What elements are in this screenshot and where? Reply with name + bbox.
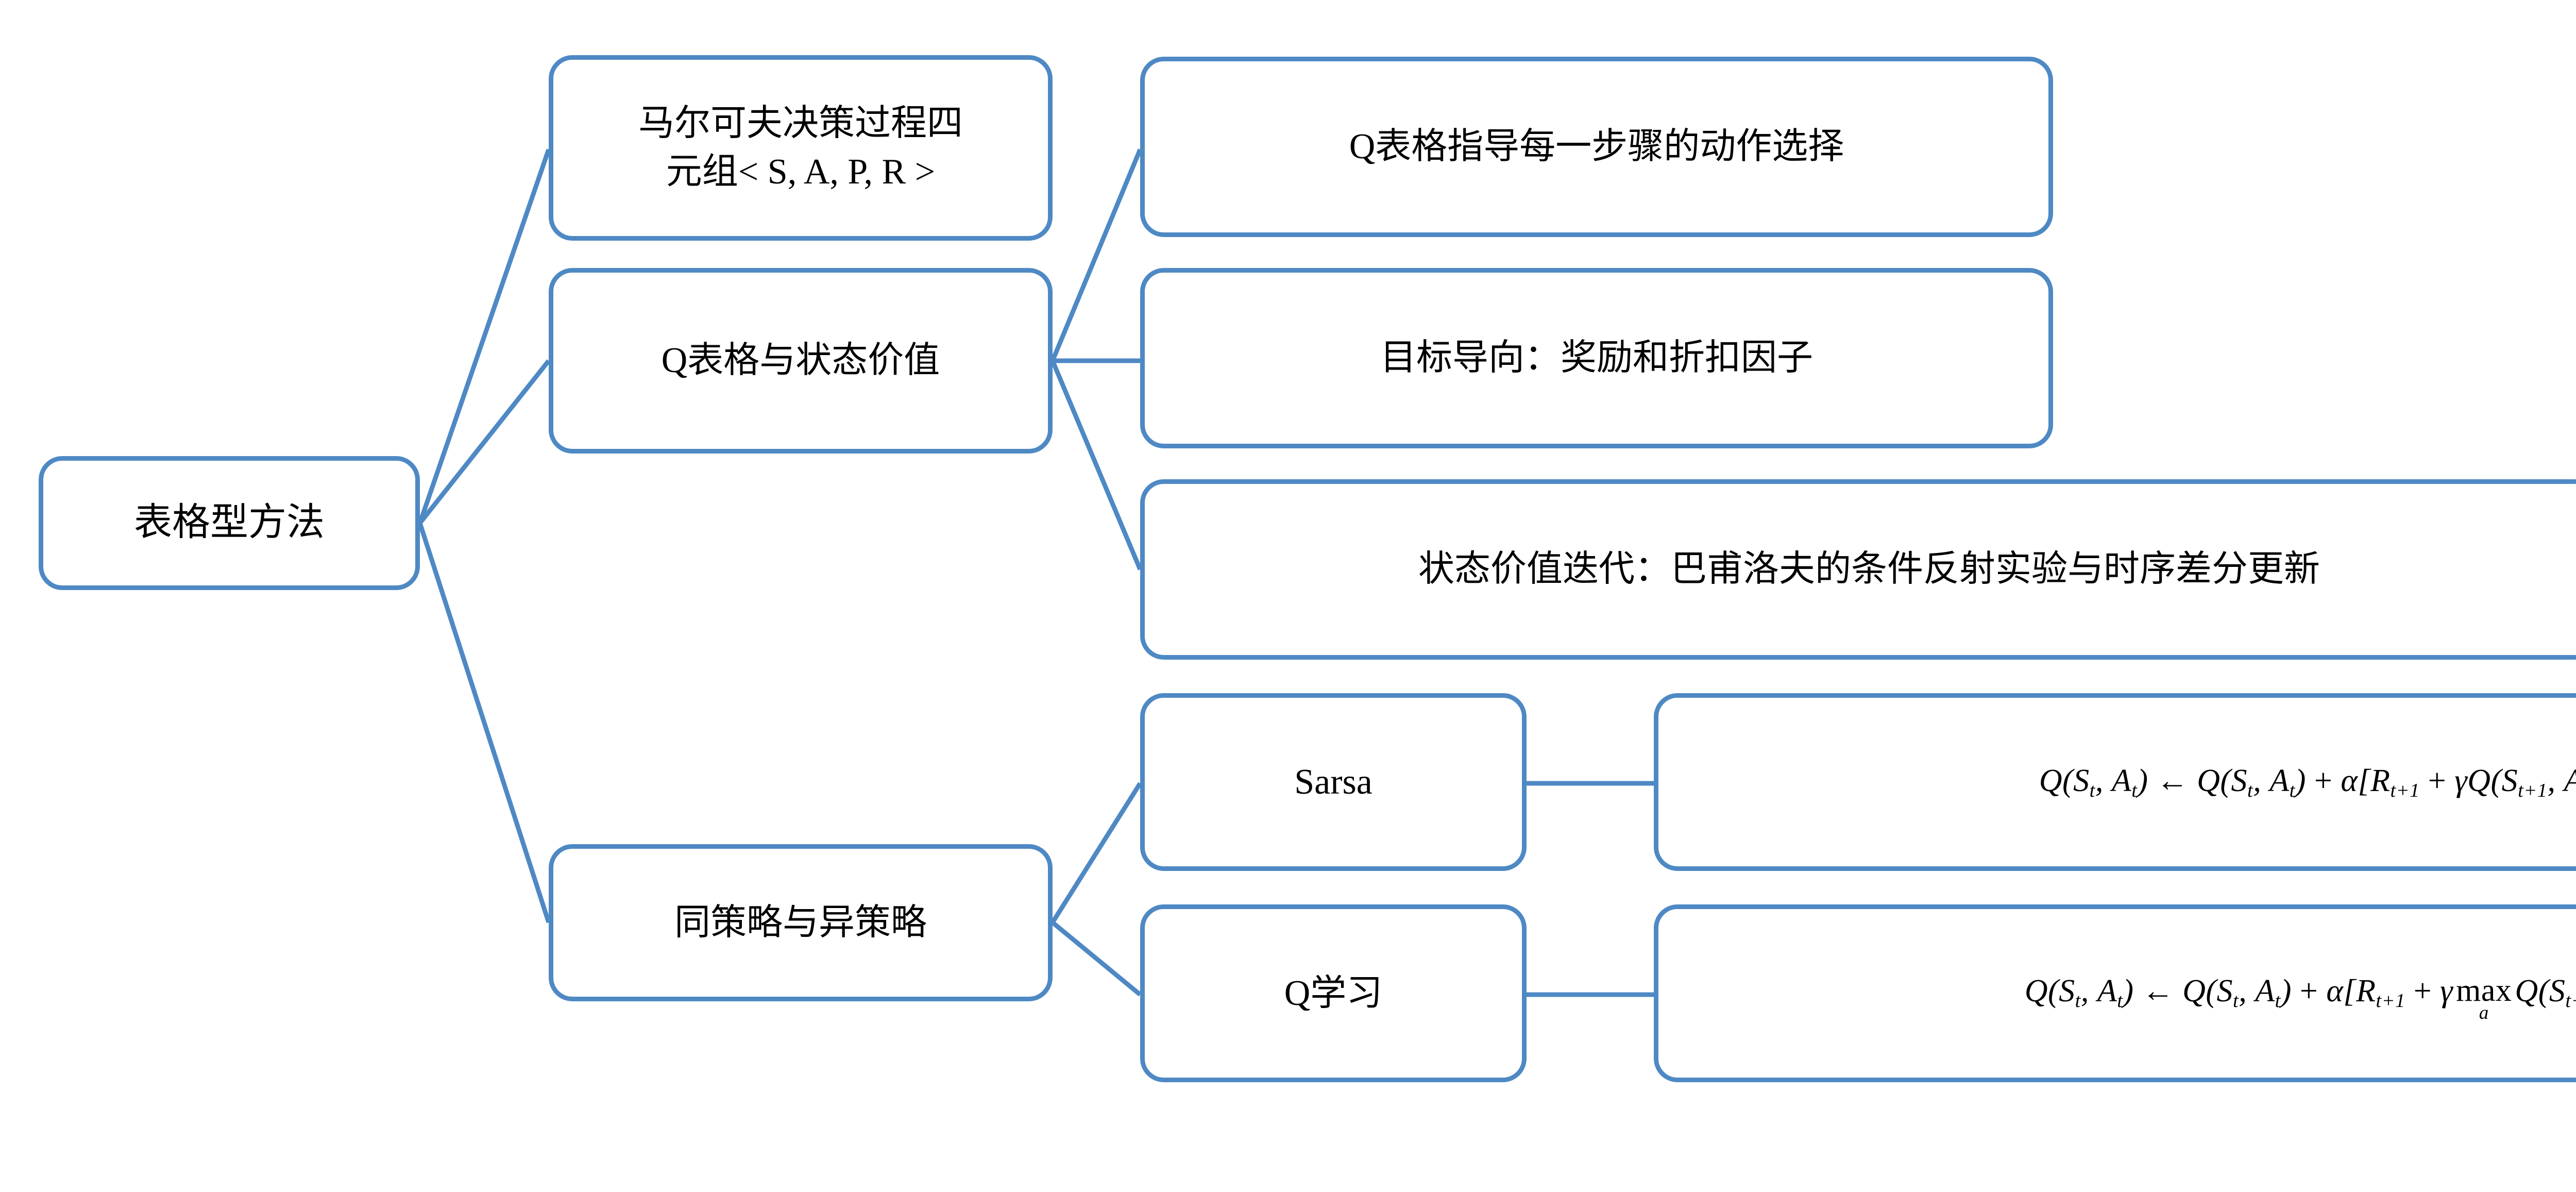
node-qtable-child-td-update[interactable]: 状态价值迭代：巴甫洛夫的条件反射实验与时序差分更新	[1140, 479, 2576, 660]
node-mdp-tuple[interactable]: 马尔可夫决策过程四 元组< S, A, P, R >	[549, 55, 1053, 241]
node-mdp-label-line2: 元组< S, A, P, R >	[666, 152, 936, 192]
node-root-tabular-methods[interactable]: 表格型方法	[39, 456, 420, 590]
node-policy-label: 同策略与异策略	[674, 902, 927, 943]
node-sarsa[interactable]: Sarsa	[1140, 693, 1527, 871]
node-on-off-policy[interactable]: 同策略与异策略	[549, 844, 1053, 1001]
node-mdp-label: 马尔可夫决策过程四 元组< S, A, P, R >	[553, 99, 1048, 196]
node-qtable-child-2-label: 目标导向：奖励和折扣因子	[1380, 338, 1813, 378]
node-qtable-state-value[interactable]: Q表格与状态价值	[549, 268, 1053, 454]
node-qtable-child-action-selection[interactable]: Q表格指导每一步骤的动作选择	[1140, 57, 2053, 237]
node-qtable-label: Q表格与状态价值	[661, 341, 940, 381]
node-qtable-child-reward-discount[interactable]: 目标导向：奖励和折扣因子	[1140, 268, 2053, 448]
edge-root-to-mdp	[417, 148, 551, 524]
node-qtable-child-1-label: Q表格指导每一步骤的动作选择	[1349, 127, 1844, 167]
edge-policy-to-qlearning	[1051, 920, 1142, 997]
node-sarsa-label: Sarsa	[1294, 762, 1372, 802]
node-mdp-label-line1: 马尔可夫决策过程四	[638, 104, 963, 144]
edge-root-to-qtable	[418, 359, 551, 525]
node-sarsa-formula[interactable]: Q(St, At) ← Q(St, At) + α[Rt+1 + γQ(St+1…	[1654, 693, 2576, 871]
node-qlearning[interactable]: Q学习	[1140, 904, 1527, 1082]
edge-qtable-to-child3	[1050, 360, 1143, 570]
node-root-label: 表格型方法	[134, 501, 325, 544]
node-sarsa-formula-label: Q(St, At) ← Q(St, At) + α[Rt+1 + γQ(St+1…	[2039, 763, 2576, 802]
edge-policy-to-sarsa	[1050, 782, 1142, 924]
edge-root-to-policy	[417, 522, 551, 924]
node-qlearning-label: Q学习	[1284, 973, 1383, 1013]
node-qtable-child-3-label: 状态价值迭代：巴甫洛夫的条件反射实验与时序差分更新	[1418, 549, 2320, 590]
edge-qtable-to-child1	[1050, 148, 1143, 362]
